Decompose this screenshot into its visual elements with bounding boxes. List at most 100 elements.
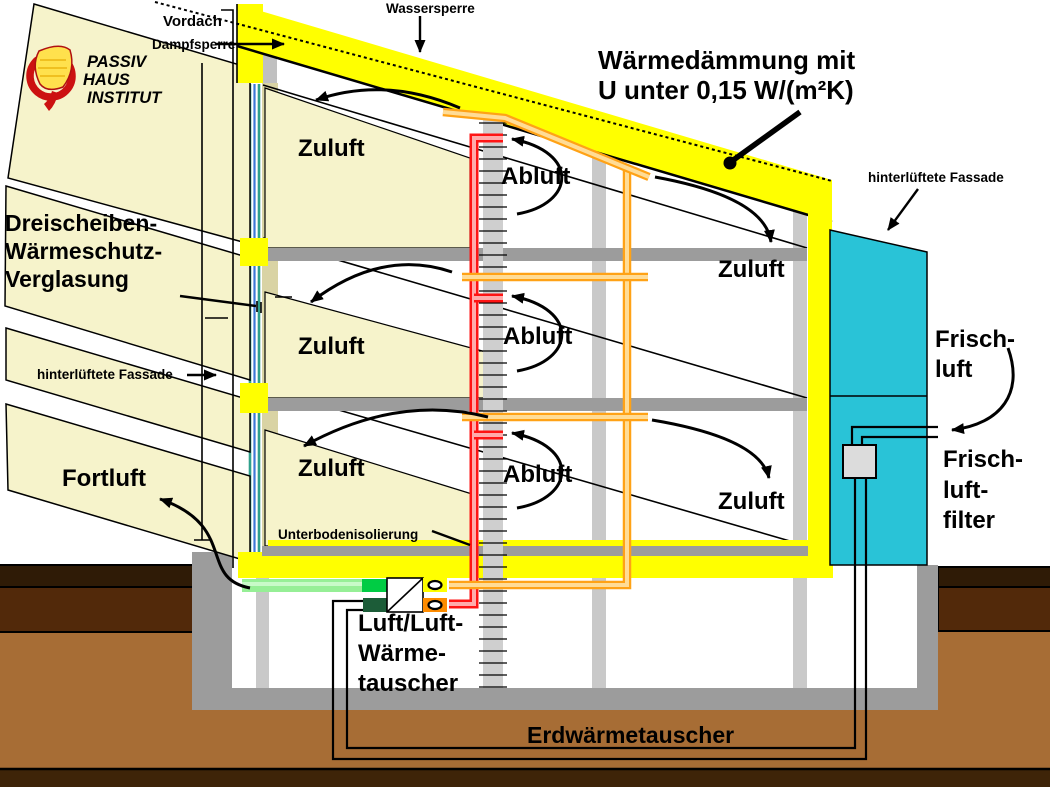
ground-pipes bbox=[331, 425, 938, 761]
supply-riser-core bbox=[449, 168, 629, 587]
label-unterbodenisolierung: Unterbodenisolierung bbox=[278, 527, 418, 542]
water-barrier-dotted-line bbox=[154, 1, 833, 182]
label-waermedaemmung-1: Wärmedämmung mit bbox=[598, 45, 855, 75]
unterboden-pointer bbox=[431, 529, 471, 547]
fortluft-duct-core bbox=[242, 582, 362, 586]
foundation-slab bbox=[192, 688, 938, 710]
label-frischluftfilter-2: luft- bbox=[943, 477, 988, 504]
earth-layer-lines bbox=[0, 564, 1050, 633]
label-zuluft-left-top: Zuluft bbox=[298, 135, 365, 162]
label-waermedaemmung-2: U unter 0,15 W/(m²K) bbox=[598, 75, 854, 105]
room-wedges bbox=[264, 87, 487, 547]
zuluft-arrow-left-top bbox=[315, 88, 461, 110]
ground-slab-insulation bbox=[238, 552, 833, 578]
basement-post bbox=[256, 578, 269, 688]
label-frischluft-2: luft bbox=[935, 356, 972, 383]
label-verglasung-1: Dreischeiben- bbox=[5, 210, 157, 236]
label-verglasung-3: Verglasung bbox=[5, 266, 129, 292]
earth-right-layer2 bbox=[938, 587, 1050, 631]
zuluft-arrow-left-ground bbox=[303, 408, 489, 448]
floor-slabs bbox=[268, 248, 807, 411]
fan-icon-top bbox=[427, 579, 443, 591]
ceiling-lines bbox=[262, 84, 808, 547]
waermedaemmung-pointer bbox=[730, 109, 802, 164]
earth-right-layer1 bbox=[938, 567, 1050, 587]
supply-ducts bbox=[442, 107, 651, 590]
fresh-air-pipe-2 bbox=[860, 435, 938, 446]
label-zuluft-right-ground: Zuluft bbox=[718, 488, 785, 515]
label-abluft-ground: Abluft bbox=[503, 461, 572, 488]
label-zuluft-right-top: Zuluft bbox=[718, 256, 785, 283]
fresh-air-filter-box bbox=[842, 444, 877, 479]
fan-icon-bottom bbox=[427, 599, 443, 611]
fassade-right-pointer bbox=[887, 188, 919, 231]
ceiling-line-ground bbox=[262, 387, 808, 547]
exhaust-outlet-box bbox=[363, 598, 387, 612]
logo-text-3: INSTITUT bbox=[87, 89, 163, 107]
label-zuluft-left-ground: Zuluft bbox=[298, 455, 365, 482]
label-zuluft-left-mid: Zuluft bbox=[298, 333, 365, 360]
earth-left-layer2 bbox=[0, 587, 192, 632]
facade-panel-strip bbox=[5, 326, 251, 454]
label-fortluft: Fortluft bbox=[62, 465, 146, 492]
earth-left-layer1 bbox=[0, 565, 192, 587]
label-frischluft-1: Frisch- bbox=[935, 326, 1015, 353]
ground-slab bbox=[238, 540, 910, 578]
logo-text-1: PASSIV bbox=[87, 53, 148, 71]
earth-pipe-outer bbox=[331, 477, 868, 761]
fortluft-arrow bbox=[159, 497, 251, 590]
logo-red-tail bbox=[44, 91, 58, 111]
slab-floor2 bbox=[268, 248, 807, 261]
zuluft-arrow-left-mid bbox=[310, 263, 453, 304]
label-wassersperre: Wassersperre bbox=[386, 1, 475, 16]
foundation bbox=[192, 552, 938, 710]
ground-slab-screed bbox=[262, 546, 910, 556]
roof bbox=[154, 1, 833, 578]
label-frischluftfilter-1: Frisch- bbox=[943, 446, 1023, 473]
label-vordach: Vordach bbox=[163, 13, 222, 30]
abluft-arrow-mid bbox=[511, 292, 564, 373]
supply-branch-roof-core bbox=[442, 110, 650, 179]
ceiling-line-floor2 bbox=[262, 84, 808, 249]
vordach-bracket bbox=[221, 9, 234, 568]
logo-text-2: HAUS bbox=[83, 71, 130, 89]
fresh-air-facade bbox=[829, 229, 928, 566]
logo-sail-stripes bbox=[38, 59, 67, 77]
ground-earth bbox=[0, 564, 1050, 787]
foundation-wall-left bbox=[192, 552, 232, 710]
ground-slab-thin-insulation bbox=[268, 540, 848, 546]
heat-exchanger-assembly bbox=[242, 577, 447, 613]
earth-pipe-inner bbox=[345, 477, 857, 750]
label-luftluft-3: tauscher bbox=[358, 670, 458, 697]
exhaust-shaft bbox=[479, 117, 507, 688]
earth-bottom-band bbox=[0, 770, 1050, 787]
label-pointers bbox=[179, 16, 919, 547]
label-fassade-right: hinterlüftete Fassade bbox=[868, 170, 1004, 185]
facade-panel-glazing-label bbox=[4, 184, 251, 382]
reference-lines bbox=[194, 9, 292, 568]
abluft-arrow-ground bbox=[511, 429, 564, 510]
shaft-rungs bbox=[479, 117, 507, 688]
window-joint-insulation-lower bbox=[240, 383, 268, 413]
verglasung-pointer bbox=[179, 294, 257, 308]
label-abluft-mid: Abluft bbox=[503, 323, 572, 350]
fresh-air-panel bbox=[829, 229, 928, 566]
roof-insulation bbox=[237, 4, 832, 222]
heat-exchanger-diagonal bbox=[386, 577, 424, 613]
right-wall-insulation bbox=[808, 212, 832, 578]
passivhaus-logo: PASSIV HAUS INSTITUT bbox=[26, 45, 163, 111]
text-labels: Vordach Dampfsperre Wassersperre Wärmedä… bbox=[5, 1, 1023, 748]
label-dampfsperre: Dampfsperre bbox=[152, 37, 236, 52]
waermedaemmung-pointer-dot bbox=[723, 156, 737, 170]
ceiling-line-floor1 bbox=[262, 237, 808, 399]
right-inner-post bbox=[793, 210, 807, 688]
frischluft-arrow bbox=[951, 347, 1015, 435]
zuluft-arrow-right-top bbox=[654, 175, 775, 243]
verglasung-pointer-tip bbox=[256, 301, 262, 313]
earth-right-layer3 bbox=[938, 631, 1050, 710]
earth-under-slab bbox=[0, 710, 1050, 770]
exhaust-ducts bbox=[449, 133, 503, 609]
label-verglasung-2: Wärmeschutz- bbox=[5, 238, 162, 264]
label-fassade-left: hinterlüftete Fassade bbox=[37, 367, 173, 382]
